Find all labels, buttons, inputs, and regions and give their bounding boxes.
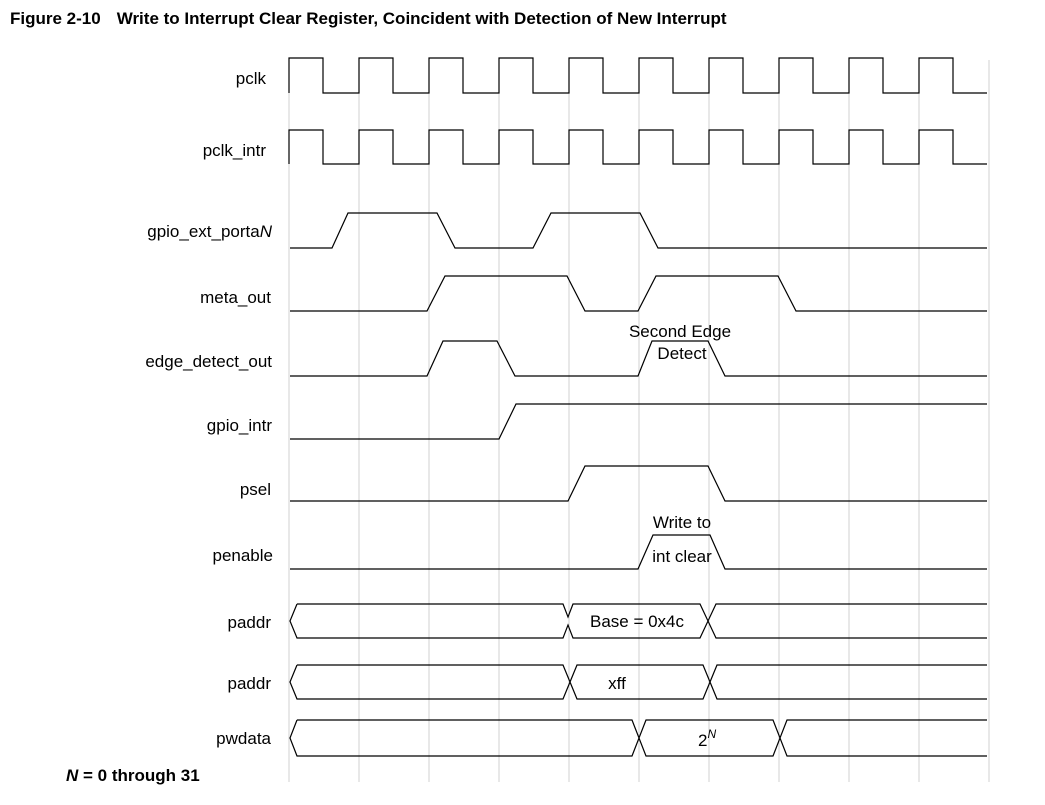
annotation-write-to: Write to	[653, 513, 711, 532]
annotation-int-clear: int clear	[652, 547, 712, 566]
figure-title: Figure 2-10 Write to Interrupt Clear Regi…	[10, 9, 727, 29]
bus-value-paddr-1: Base = 0x4c	[590, 612, 685, 631]
footnote-text: = 0 through 31	[78, 766, 200, 785]
timing-grid	[288, 60, 990, 782]
bus-paddr-2	[289, 664, 987, 700]
signal-label-gpio-ext-porta: gpio_ext_portaN	[147, 222, 272, 241]
signal-label-gpio-intr: gpio_intr	[207, 416, 273, 435]
waveform-penable	[290, 534, 987, 570]
waveform-pclk	[288, 57, 987, 94]
footnote: N = 0 through 31	[66, 766, 200, 786]
signal-label-psel: psel	[240, 480, 271, 499]
signal-label-penable: penable	[212, 546, 273, 565]
waveform-pclk-intr	[288, 129, 987, 165]
figure-number: Figure 2-10	[10, 9, 101, 28]
waveform-edge-detect-out	[290, 340, 987, 377]
waveform-gpio-intr	[290, 403, 987, 440]
waveform-gpio-ext-porta	[290, 212, 987, 249]
signal-label-pclk: pclk	[236, 69, 267, 88]
bus-paddr-1	[289, 603, 987, 639]
signal-label-meta-out: meta_out	[200, 288, 271, 307]
annotation-detect: Detect	[657, 344, 706, 363]
footnote-variable: N	[66, 766, 79, 785]
signal-label-pwdata: pwdata	[216, 729, 271, 748]
waveform-psel	[290, 465, 987, 502]
signal-labels: pclk pclk_intr gpio_ext_portaN meta_out …	[145, 69, 273, 748]
signal-label-paddr-2: paddr	[228, 674, 272, 693]
bus-value-paddr-2: xff	[608, 674, 626, 693]
annotation-second-edge: Second Edge	[629, 322, 731, 341]
waveform-meta-out	[290, 275, 987, 312]
bus-pwdata	[289, 719, 987, 757]
bus-value-pwdata: 2N	[698, 727, 716, 750]
signal-label-paddr-1: paddr	[228, 613, 272, 632]
signal-label-edge-detect-out: edge_detect_out	[145, 352, 272, 371]
figure-caption: Write to Interrupt Clear Register, Coinc…	[116, 9, 727, 28]
signal-label-pclk-intr: pclk_intr	[203, 141, 267, 160]
